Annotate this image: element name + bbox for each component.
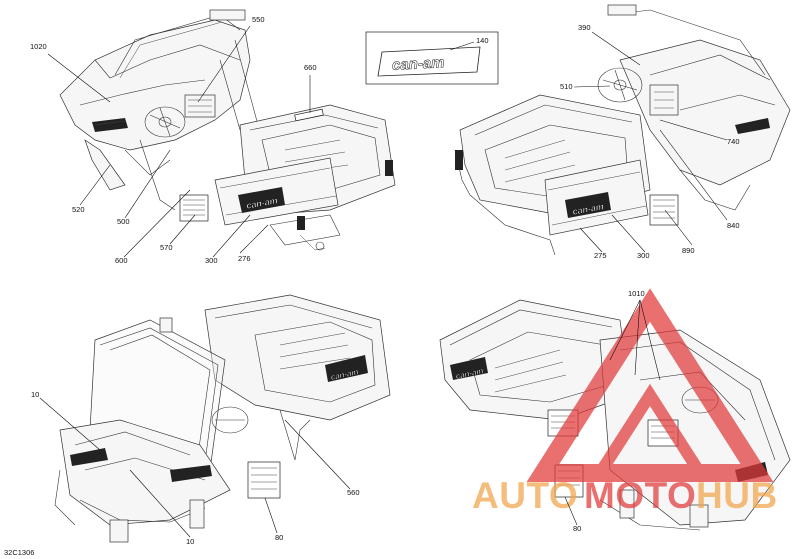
callout-80-right: 80 — [573, 524, 581, 533]
watermark-text-auto: AUTO — [472, 475, 578, 516]
callout-140: 140 — [476, 36, 489, 45]
callout-600: 600 — [115, 256, 128, 265]
watermark-text-hub: HUB — [696, 475, 778, 516]
callout-276: 276 — [238, 254, 251, 263]
logo-callout-140: can-am — [365, 31, 499, 85]
vehicle-top-left: can-am — [59, 9, 396, 251]
callout-275: 275 — [594, 251, 607, 260]
vehicle-top-right: can-am — [454, 4, 791, 256]
callout-1020: 1020 — [30, 42, 47, 51]
leader-lines — [39, 25, 728, 538]
callout-390: 390 — [578, 23, 591, 32]
callout-300-left: 300 — [205, 256, 218, 265]
callout-80-left: 80 — [275, 533, 283, 542]
callout-500: 500 — [117, 217, 130, 226]
callout-510: 510 — [560, 82, 573, 91]
watermark-text-moto: MOTO — [584, 475, 696, 516]
callout-520: 520 — [72, 205, 85, 214]
callout-890: 890 — [682, 246, 695, 255]
callout-560: 560 — [347, 488, 360, 497]
callout-1010: 1010 — [628, 289, 645, 298]
callout-10-bottom: 10 — [186, 537, 194, 546]
vehicle-bottom-left: can-am — [54, 294, 391, 543]
callout-740: 740 — [727, 137, 740, 146]
callout-300-right: 300 — [637, 251, 650, 260]
callout-570: 570 — [160, 243, 173, 252]
callout-10-top: 10 — [31, 390, 39, 399]
callout-550: 550 — [252, 15, 265, 24]
watermark-triangle — [526, 288, 774, 482]
callout-labels: 1020 550 660 140 390 510 520 500 570 600… — [4, 15, 740, 557]
watermark: AUTO MOTO HUB — [472, 288, 778, 516]
logo-decal-large: can-am — [392, 54, 445, 74]
diagram-code: 32C1306 — [4, 548, 34, 557]
callout-840: 840 — [727, 221, 740, 230]
callout-660: 660 — [304, 63, 317, 72]
